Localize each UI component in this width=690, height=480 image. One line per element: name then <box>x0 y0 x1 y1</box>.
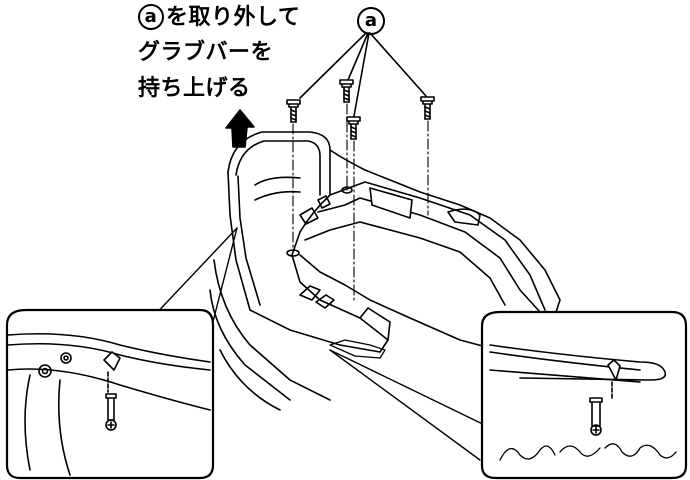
detail-inset-left <box>7 310 213 478</box>
instruction-line-1: a を取り外して <box>138 4 300 31</box>
instruction-text-1: を取り外して <box>166 5 301 30</box>
seat-body <box>210 150 560 410</box>
bolt-icon <box>340 80 353 102</box>
instruction-line-2: グラブバーを <box>138 40 274 65</box>
callout-leader-lines <box>300 33 426 116</box>
lift-arrow-icon <box>226 110 254 147</box>
grab-bar <box>228 132 390 352</box>
callout-a-label: a <box>364 10 378 31</box>
instruction-line-3: 持ち上げる <box>138 76 251 101</box>
detail-inset-right <box>482 312 686 478</box>
bolt-paths <box>293 104 428 300</box>
bolt-icon <box>347 117 360 139</box>
callout-a-inline: a <box>138 4 164 30</box>
callout-a-inline-label: a <box>144 6 158 27</box>
bolt-icon <box>421 97 434 119</box>
bolt-icon <box>287 100 300 122</box>
